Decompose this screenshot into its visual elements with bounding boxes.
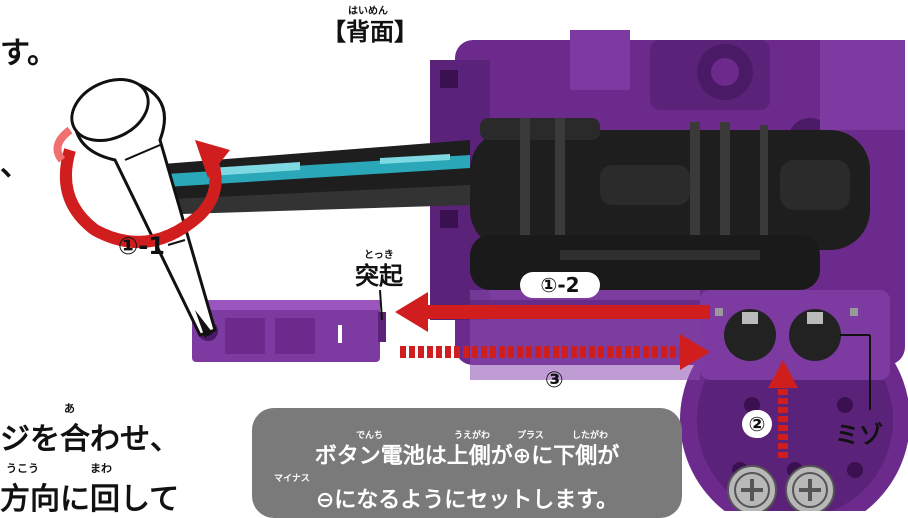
button-battery-icon xyxy=(727,465,835,511)
protrusion-pointer xyxy=(379,289,383,321)
arrow-step-2 xyxy=(768,360,798,458)
sword-blade xyxy=(150,118,870,290)
arrow-step-1-2 xyxy=(395,292,710,332)
step-2-badge: ② xyxy=(742,410,772,438)
rotate-arrow-icon xyxy=(53,126,230,248)
left-line1-ruby: あ xyxy=(64,402,75,415)
groove-label: ミゾ xyxy=(835,421,883,449)
ruby-shitagawa: したがわ xyxy=(572,431,609,441)
ruby-denchi: でんち xyxy=(356,431,384,441)
step-1-1-label: ①-1 xyxy=(118,232,165,260)
ruby-uegawa: うえがわ xyxy=(454,431,491,441)
left-line1: ジを合わせ、 xyxy=(0,422,180,457)
left-line2-ruby-a: うこう xyxy=(6,462,39,475)
battery-cover xyxy=(192,300,386,362)
title-ruby: はいめん xyxy=(348,6,388,17)
screwdriver-icon xyxy=(70,78,217,338)
left-line2-ruby-b: まわ xyxy=(90,462,112,475)
step-1-2-badge: ①-2 xyxy=(520,272,600,298)
step-1-2-label: ①-2 xyxy=(540,273,580,297)
battery-notice: でんち うえがわ プラス したがわ ボタン電池は上側が⊕に下側が マイナス ⊖に… xyxy=(252,408,682,518)
arrow-step-3 xyxy=(400,334,710,370)
step-3-label: ③ xyxy=(545,368,564,393)
ruby-minus: マイナス xyxy=(274,474,310,484)
protrusion-label: 突起 xyxy=(355,262,403,290)
page-title: 【背面】 xyxy=(322,18,418,46)
left-fragment-top: す。 xyxy=(0,36,57,71)
battery-compartment xyxy=(715,308,858,361)
protrusion-ruby: とっき xyxy=(364,250,394,261)
notice-line-1: ボタン電池は上側が⊕に下側が xyxy=(314,444,620,469)
left-fragment-comma: 、 xyxy=(0,148,30,183)
step-2-label: ② xyxy=(748,412,766,436)
ruby-plus: プラス xyxy=(517,431,544,441)
notice-line-2: ⊖になるようにセットします。 xyxy=(315,488,619,513)
